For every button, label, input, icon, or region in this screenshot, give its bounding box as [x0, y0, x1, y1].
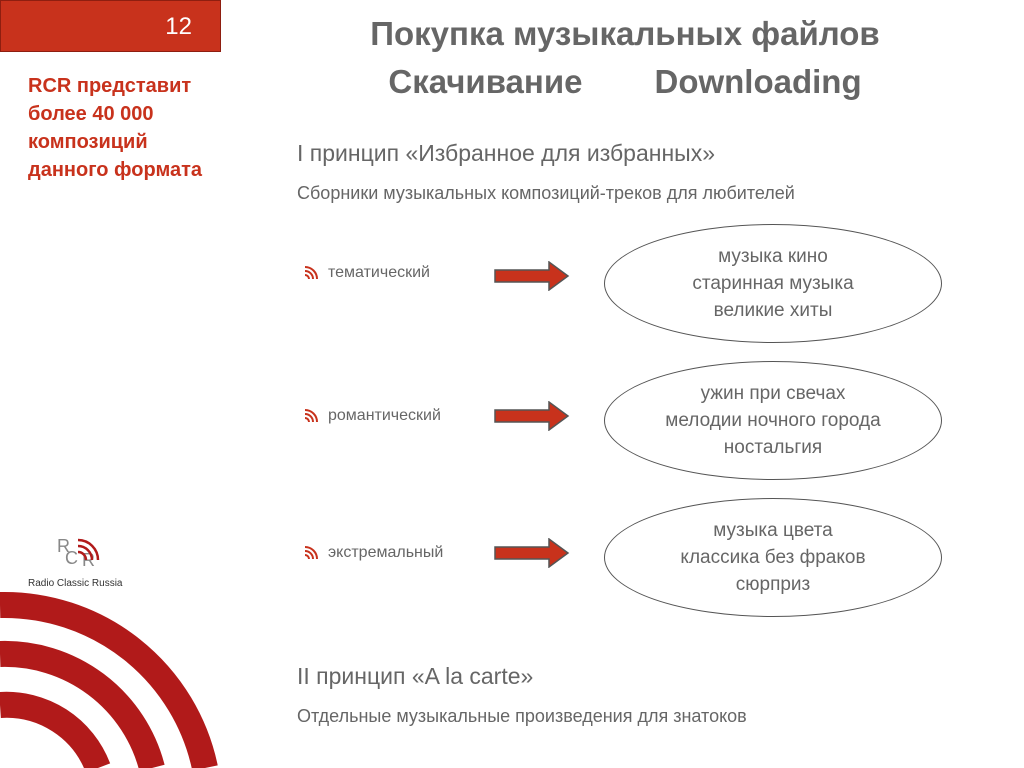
principle-2-heading: II принцип «A la carte» [297, 663, 534, 689]
logo-letter: C [65, 548, 78, 568]
category-thematic: тематический [303, 262, 430, 284]
right-arrow-icon [494, 538, 570, 568]
radio-waves-icon [304, 546, 318, 560]
radio-waves-icon [304, 266, 318, 280]
left-caption: RCR представит более 40 000 композиций д… [28, 72, 248, 184]
left-caption-line: RCR представит [28, 75, 192, 97]
slide-number-box: 12 [0, 0, 221, 52]
category-label: романтический [328, 407, 441, 424]
slide-number: 12 [165, 13, 192, 40]
category-label: тематический [328, 264, 430, 281]
subtitle-ru: Скачивание [388, 63, 583, 100]
radio-waves-icon [304, 409, 318, 423]
oval-item: великие хиты [713, 300, 833, 321]
right-arrow-icon [494, 401, 570, 431]
principle-2-subtitle: Отдельные музыкальные произведения для з… [297, 706, 747, 726]
logo-waves-icon [77, 538, 100, 561]
oval-item: мелодии ночного города [665, 410, 881, 431]
oval-item: ностальгия [723, 437, 823, 458]
oval-item: сюрприз [735, 574, 811, 595]
principle-1-subtitle: Сборники музыкальных композиций-треков д… [297, 183, 795, 203]
oval-item: ужин при свечах [700, 383, 846, 404]
page-title: Покупка музыкальных файлов [370, 15, 880, 52]
logo-name: Radio Classic Russia [28, 578, 123, 589]
oval-item: музыка кино [718, 246, 828, 267]
category-label: экстремальный [328, 544, 444, 561]
radio-waves-decoration-icon [0, 591, 218, 768]
subtitle-en: Downloading [654, 63, 862, 100]
category-oval-extreme: музыка цвета классика без фраков сюрприз [604, 498, 942, 617]
category-oval-thematic: музыка кино старинная музыка великие хит… [604, 224, 942, 343]
logo-letter: R [57, 536, 70, 556]
oval-item: классика без фраков [680, 547, 866, 568]
rcr-logo: R C R Radio Classic Russia [28, 536, 138, 592]
right-arrow-icon [494, 261, 570, 291]
page-subtitle: Скачивание Downloading [300, 63, 950, 101]
category-romantic: романтический [303, 405, 441, 427]
left-caption-line: более 40 000 [28, 103, 154, 125]
left-caption-line: композиций [28, 131, 148, 153]
oval-item: музыка цвета [713, 520, 833, 541]
category-extreme: экстремальный [303, 542, 443, 564]
principle-1-heading: I принцип «Избранное для избранных» [297, 140, 715, 166]
oval-item: старинная музыка [692, 273, 854, 294]
left-caption-line: данного формата [28, 159, 203, 181]
category-oval-romantic: ужин при свечах мелодии ночного города н… [604, 361, 942, 480]
